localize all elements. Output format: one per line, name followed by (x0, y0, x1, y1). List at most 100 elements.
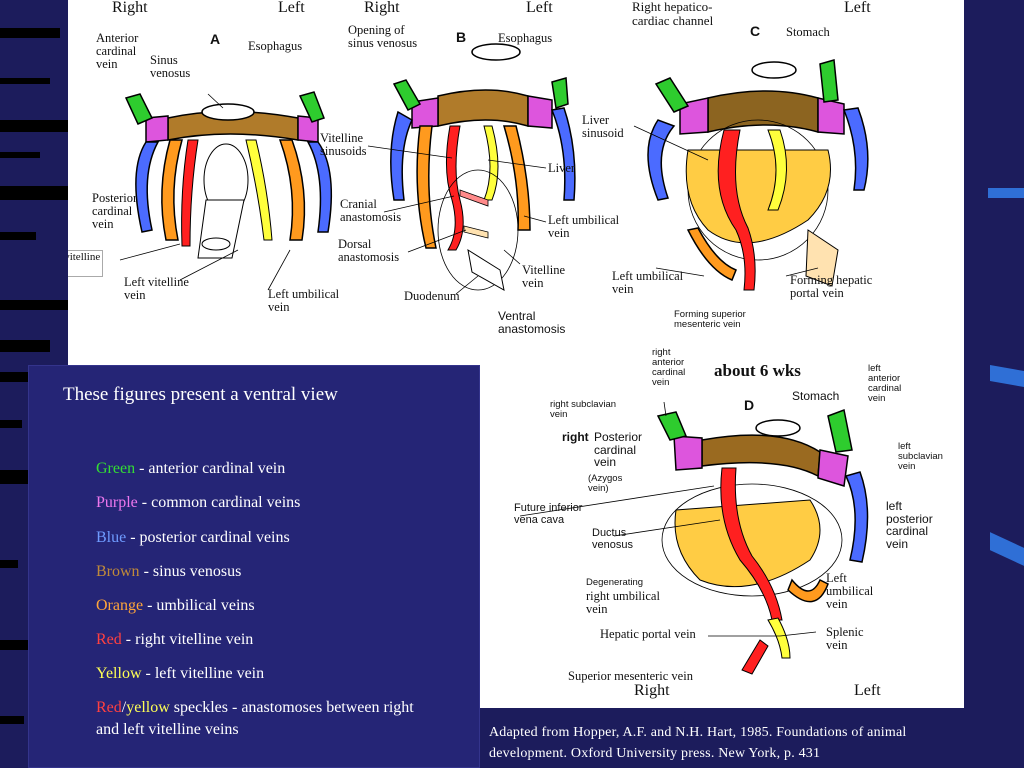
legend-row-green: Green - anterior cardinal vein (96, 458, 285, 480)
label-posterior-cardinal-vein: Posterior cardinal vein (92, 191, 138, 232)
label-ventral-anastomosis: Ventral anastomosis (498, 309, 566, 336)
legend-row-purple: Purple - common cardinal veins (96, 492, 300, 514)
label-right-prefix: right (562, 430, 589, 444)
label-dorsal-anastomosis: Dorsal anastomosis (338, 237, 400, 265)
label-left-b: Left (526, 0, 553, 16)
legend-color-word: Orange (96, 597, 144, 614)
legend-slash: / (121, 699, 127, 716)
label-left-vitelline-a: Left vitelline vein (124, 275, 189, 303)
legend-color-word: Yellow (96, 665, 142, 682)
label-left-c: Left (844, 0, 871, 16)
figure-a-vessels (124, 91, 333, 259)
label-vitelline-vein-b: Vitelline vein (522, 263, 565, 291)
label-left-umbilical-d: Left umbilical vein (826, 571, 874, 612)
decor-bar (0, 28, 60, 38)
decor-bar (0, 560, 18, 568)
label-right-vitelline-vein: Right vitelline vein (68, 250, 104, 278)
label-sinus-venosus: Sinus venosus (150, 53, 191, 81)
legend-row-orange: Orange - umbilical veins (96, 595, 255, 617)
legend-description: - right vitelline vein (121, 631, 254, 648)
decor-accent (990, 365, 1024, 387)
figure-letter-b: B (456, 29, 467, 45)
decor-bar (0, 78, 50, 84)
legend-description: - umbilical veins (143, 597, 255, 614)
legend-row-red: Red - right vitelline vein (96, 629, 253, 651)
label-left-subclavian: left subclavian vein (898, 441, 943, 472)
legend-row-speckles: Red/yellow speckles - anastomoses betwee… (96, 697, 436, 741)
label-hepatic-portal: Hepatic portal vein (600, 627, 696, 641)
legend-color-word: Purple (96, 494, 138, 511)
label-stomach-c: Stomach (786, 25, 830, 39)
label-left-posterior-cardinal: left posterior cardinal vein (886, 499, 933, 551)
color-legend: These figures present a ventral view (28, 365, 480, 768)
figure-letter-d: D (744, 397, 755, 413)
legend-description: - anterior cardinal vein (135, 460, 286, 477)
label-left-anterior-cardinal: left anterior cardinal vein (868, 363, 902, 404)
legend-description: - left vitelline vein (141, 665, 265, 682)
legend-color-word: Blue (96, 529, 127, 546)
decor-bar (0, 300, 68, 310)
leader-lines (119, 93, 819, 295)
decor-bar (0, 340, 50, 352)
label-cranial-anastomosis: Cranial anastomosis (340, 197, 402, 225)
label-posterior-cardinal-d: Posterior cardinal vein (594, 430, 643, 470)
label-liver-sinusoid: Liver sinusoid (582, 113, 624, 141)
decor-bar (0, 232, 36, 240)
figure-d-leaders (519, 401, 817, 637)
label-anterior-cardinal-vein: Anterior cardinal vein (96, 31, 139, 72)
legend-color-word: Red (96, 631, 122, 648)
legend-row-brown: Brown - sinus venosus (96, 561, 241, 583)
label-esophagus-b: Esophagus (498, 31, 553, 45)
legend-color-word: Green (96, 460, 136, 477)
decor-accent (988, 188, 1024, 198)
decor-bar (0, 186, 68, 200)
figure-letter-a: A (210, 31, 221, 47)
label-left-umbilical-c: Left umbilical vein (612, 269, 684, 297)
label-right-anterior-cardinal: right anterior cardinal vein (652, 347, 686, 388)
figure-d-panel: right anterior cardinal vein about 6 wks… (480, 340, 964, 708)
label-stomach-d: Stomach (792, 389, 840, 403)
legend-description: - common cardinal veins (137, 494, 301, 511)
label-degenerating: Degenerating (586, 577, 644, 588)
label-superior-mesenteric: Superior mesenteric vein (568, 669, 693, 683)
decor-bar (0, 420, 22, 428)
label-azygos: (Azygos vein) (588, 473, 623, 494)
legend-description: speckles - anastomoses between right and… (96, 699, 414, 738)
legend-row-yellow: Yellow - left vitelline vein (96, 663, 264, 685)
label-right-hepatocardiac: Right hepatico- cardiac channel (632, 0, 714, 28)
legend-title: These figures present a ventral view (63, 384, 338, 405)
legend-row-blue: Blue - posterior cardinal veins (96, 527, 290, 549)
decor-bar (0, 716, 24, 724)
decor-bar (0, 120, 68, 132)
legend-color-word-red: Red (96, 699, 122, 716)
figure-letter-c: C (750, 23, 761, 39)
label-opening-sinus-venosus: Opening of sinus venosus (348, 23, 418, 51)
decor-bar (0, 470, 28, 484)
figure-abc-drawing (119, 43, 869, 295)
label-ductus-venosus: Ductus venosus (592, 527, 633, 551)
label-left-d: Left (854, 682, 881, 699)
source-citation: Adapted from Hopper, A.F. and N.H. Hart,… (489, 725, 907, 761)
label-left-umbilical-b: Left umbilical vein (548, 213, 620, 241)
label-forming-superior-mesenteric: Forming superior mesenteric vein (674, 309, 746, 330)
figure-d-drawing (519, 401, 869, 675)
label-left-umbilical-a: Left umbilical vein (268, 287, 340, 315)
label-future-ivc: Future inferior vena cava (514, 502, 583, 526)
label-right-subclavian: right subclavian vein (550, 399, 617, 420)
label-duodenum: Duodenum (404, 289, 460, 303)
label-liver-b: Liver (548, 161, 576, 175)
label-about-6-wks: about 6 wks (714, 361, 801, 380)
decor-accent (990, 532, 1024, 566)
decor-bar (0, 640, 28, 650)
label-esophagus-a: Esophagus (248, 39, 303, 53)
decor-bar (0, 152, 40, 158)
label-right-d: Right (634, 682, 670, 699)
legend-color-word: Brown (96, 563, 140, 580)
figure-abc-panel: Right Left Right Left Right hepatico- ca… (68, 0, 964, 365)
label-left-a: Left (278, 0, 305, 16)
label-right-a: Right (112, 0, 148, 16)
label-splenic: Splenic vein (826, 625, 864, 653)
figure-c-vessels (647, 59, 869, 291)
label-vitelline-sinusoids: Vitelline sinusoids (320, 131, 367, 159)
label-forming-hepatic-portal: Forming hepatic portal vein (790, 273, 873, 301)
